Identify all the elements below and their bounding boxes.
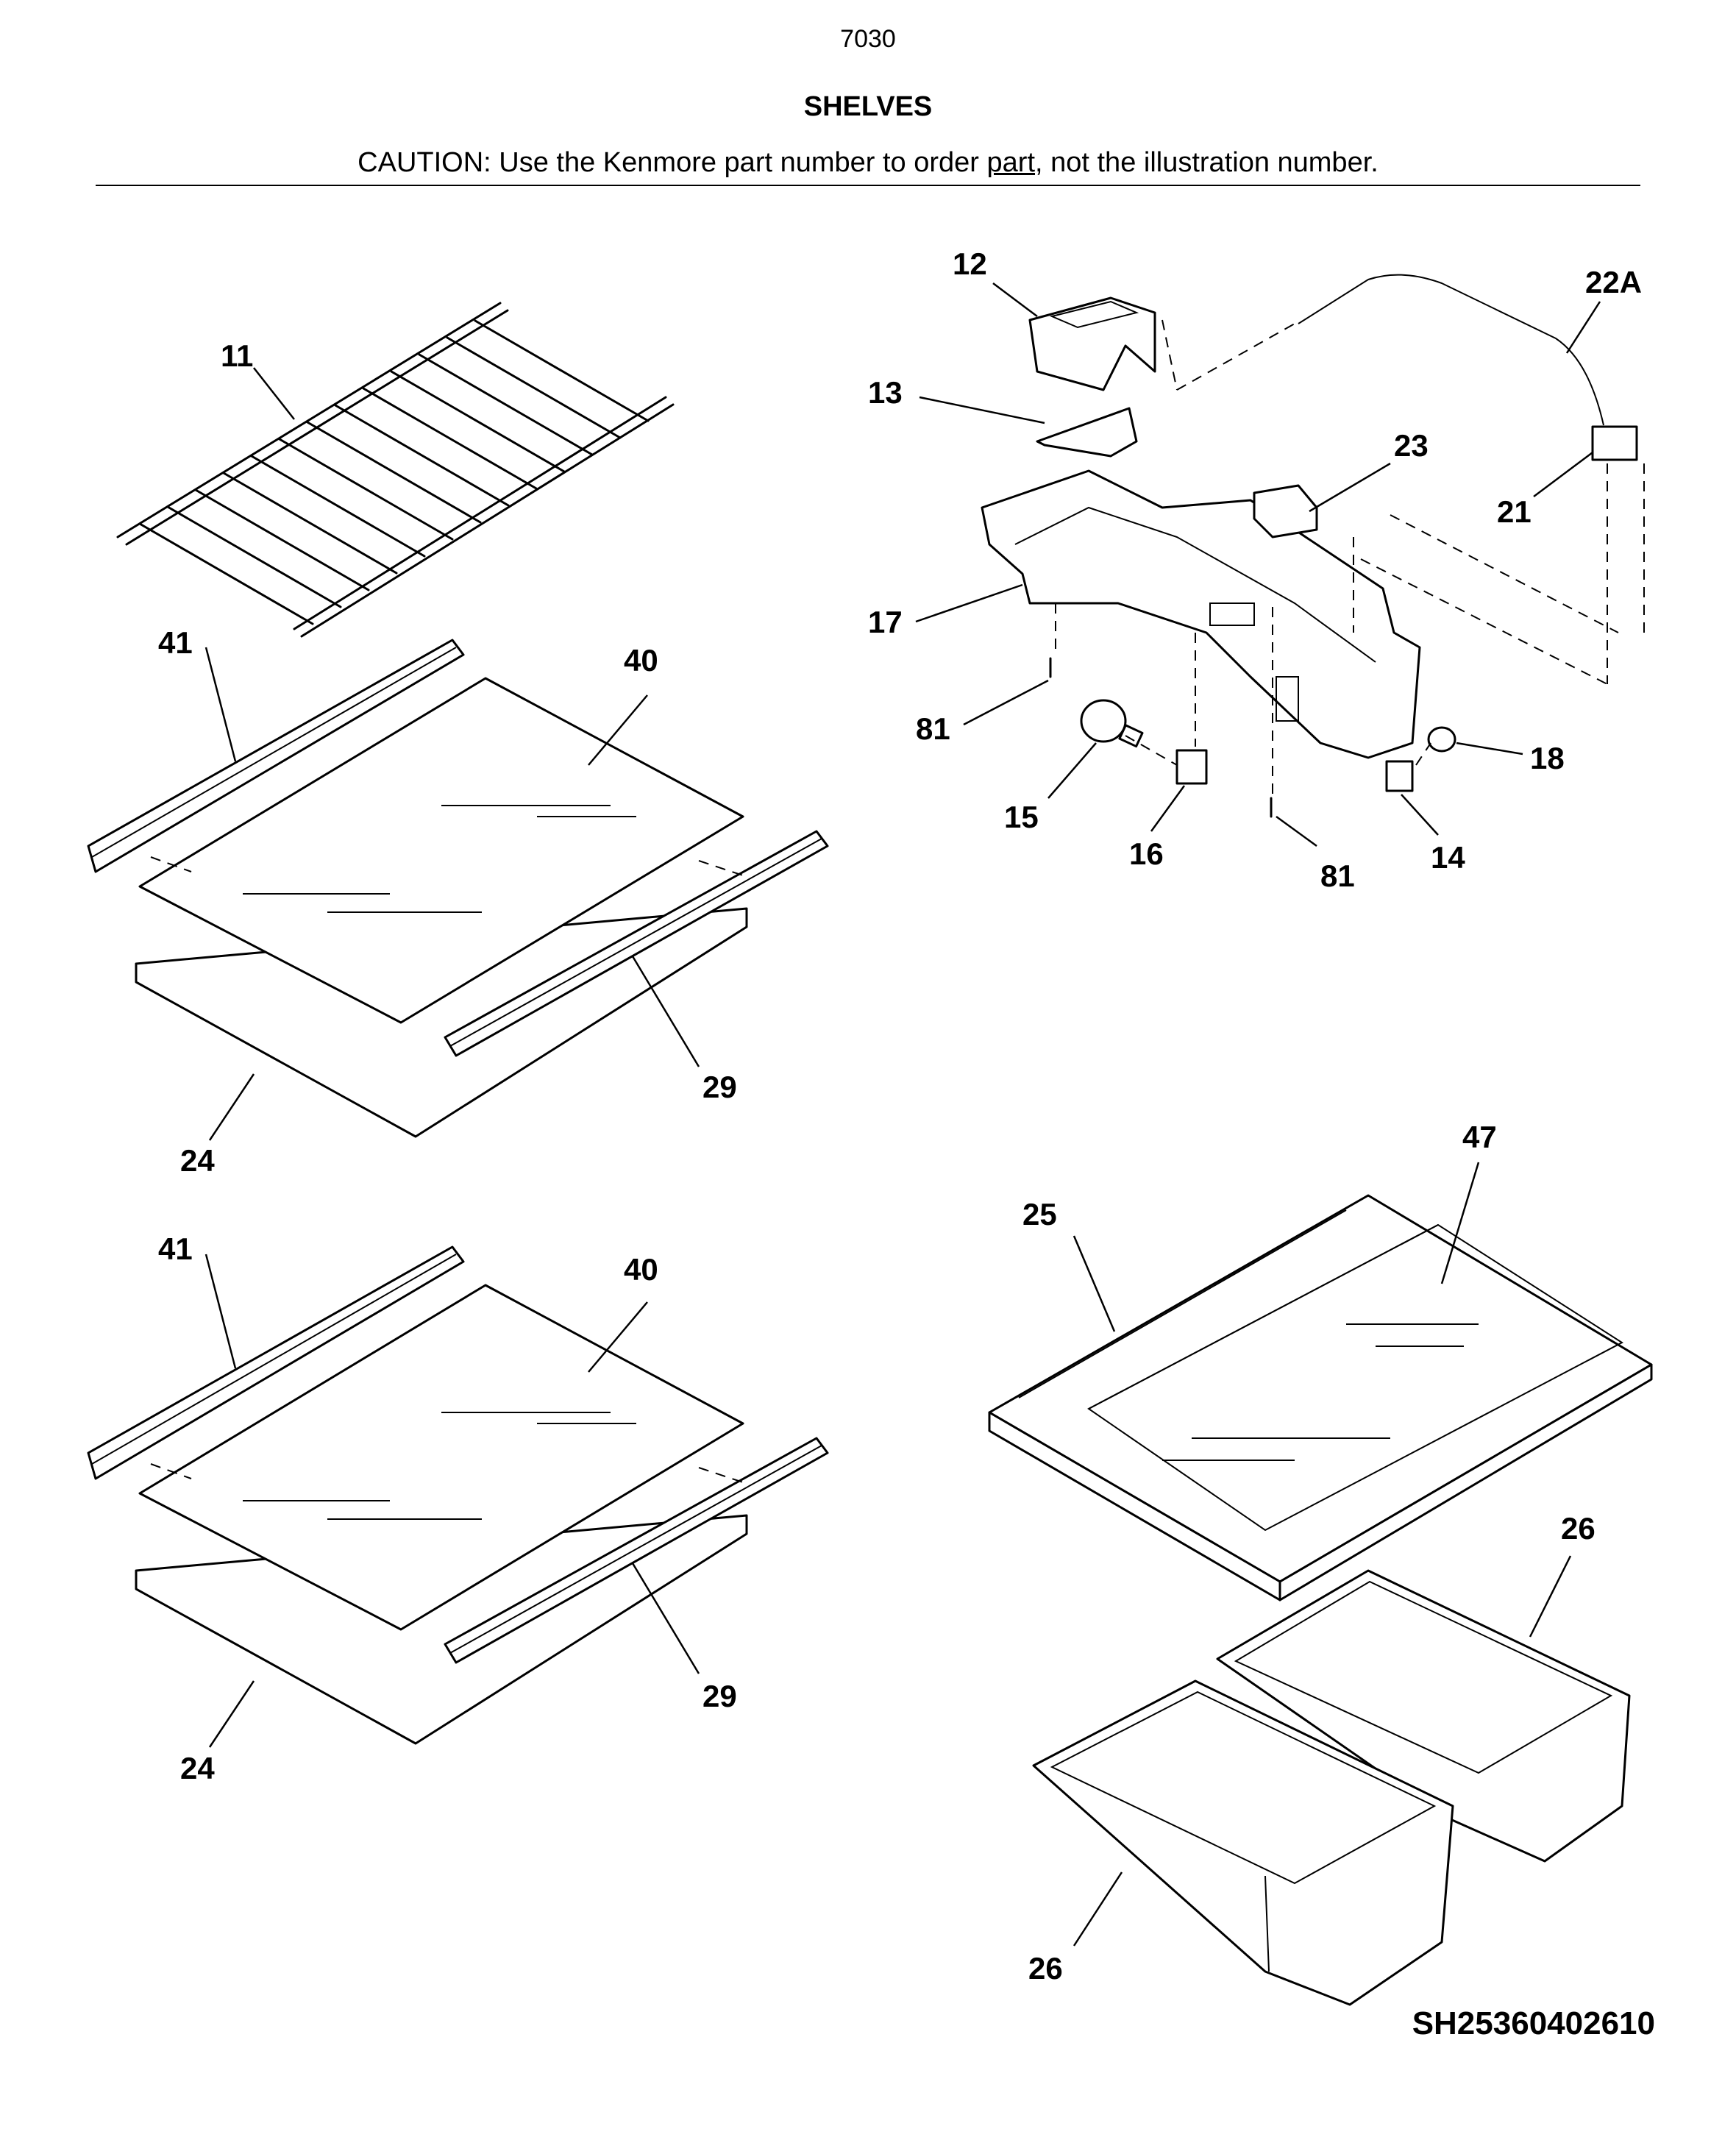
crisper-cover-assembly xyxy=(988,1194,1653,1602)
callout-17: 17 xyxy=(868,605,903,639)
callout-26-left: 26 xyxy=(1028,1951,1063,1986)
callout-18: 18 xyxy=(1530,741,1565,775)
callout-22A: 22A xyxy=(1585,265,1642,299)
caution-underlined-word: part xyxy=(986,147,1035,178)
page-title: SHELVES xyxy=(803,91,933,122)
callout-23: 23 xyxy=(1394,428,1429,463)
callout-40-lower: 40 xyxy=(624,1252,658,1287)
caution-note: CAUTION: Use the Kenmore part number to … xyxy=(0,147,1736,179)
callout-41-upper: 41 xyxy=(158,625,193,660)
callout-16: 16 xyxy=(1129,836,1164,871)
caution-text: CAUTION: Use the Kenmore part number to … xyxy=(357,147,987,178)
header-rule xyxy=(96,185,1640,186)
glass-shelf-assembly-upper xyxy=(87,639,829,1138)
callout-13: 13 xyxy=(868,375,903,410)
callout-14: 14 xyxy=(1431,840,1465,875)
callout-24-upper: 24 xyxy=(180,1143,215,1178)
callout-81-left: 81 xyxy=(916,711,950,746)
callout-40-upper: 40 xyxy=(624,643,658,678)
light-housing-assembly xyxy=(981,274,1645,818)
callout-26-right: 26 xyxy=(1561,1511,1596,1546)
callout-41-lower: 41 xyxy=(158,1231,193,1266)
wire-shelf xyxy=(116,302,675,638)
crisper-pans xyxy=(1032,1569,1631,2006)
callout-81-right: 81 xyxy=(1320,859,1355,893)
callout-47: 47 xyxy=(1462,1120,1497,1154)
caution-text-end: , not the illustration number. xyxy=(1035,147,1379,178)
callout-21: 21 xyxy=(1497,494,1532,529)
glass-shelf-assembly-lower xyxy=(87,1245,829,1745)
callout-11: 11 xyxy=(221,338,253,373)
page-number: 7030 xyxy=(840,25,896,53)
callout-24-lower: 24 xyxy=(180,1751,215,1785)
callout-25: 25 xyxy=(1022,1197,1057,1231)
drawing-code: SH25360402610 xyxy=(1412,2005,1655,2041)
callout-12: 12 xyxy=(953,246,987,281)
callout-15: 15 xyxy=(1004,800,1039,834)
callout-29-upper: 29 xyxy=(702,1070,737,1104)
callout-29-lower: 29 xyxy=(702,1679,737,1713)
